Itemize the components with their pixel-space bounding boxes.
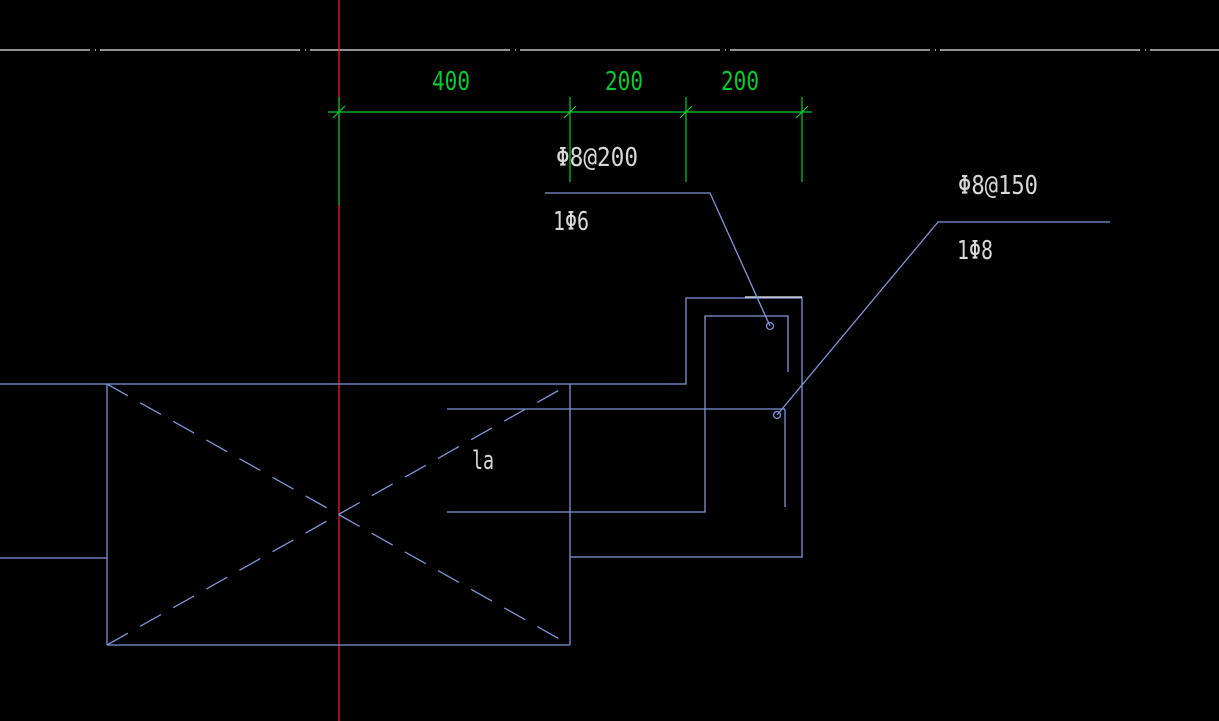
column-cross-dashed [106,383,571,646]
annotation-stirrup-150: Φ8@150 [958,171,1038,201]
annotation-bar-1phi6: 1Φ6 [553,207,589,237]
rebar-dot-lower [772,410,782,420]
annotation-bar-1phi8: 1Φ8 [957,236,993,266]
dimension-chain [328,97,812,205]
dimension-label-400: 400 [432,67,470,97]
leader-lines [545,192,1110,416]
rebar-dot-upper [765,321,775,331]
annotation-stirrup-200: Φ8@200 [556,143,638,173]
beam-outline [0,297,803,646]
rebar-lines [447,315,789,513]
dimension-label-200-first: 200 [605,67,643,97]
dimension-label-200-second: 200 [721,67,759,97]
annotation-anchorage-la: la [472,446,494,476]
